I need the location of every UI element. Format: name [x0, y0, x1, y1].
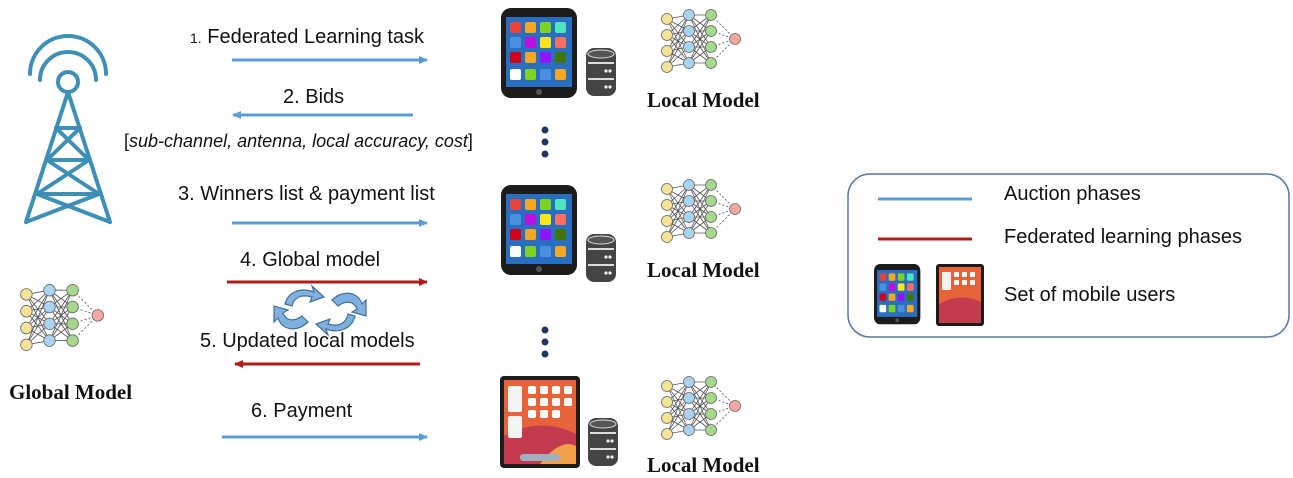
bids-close-bracket: ]	[467, 131, 473, 151]
local-neural-network-icon	[661, 376, 741, 440]
database-icon	[587, 417, 619, 467]
bids-parameters: [sub-channel, antenna, local accuracy, c…	[124, 131, 473, 152]
bids-open-bracket: [	[124, 131, 130, 151]
tower-icon	[24, 34, 112, 224]
step-6-label: 6. Payment	[251, 400, 353, 422]
local-model-label: Local Model	[647, 258, 760, 282]
smartphone-icon	[501, 8, 577, 98]
database-icon	[585, 47, 617, 97]
local-neural-network-icon	[661, 179, 741, 243]
step-1-label: 1. Federated Learning task	[190, 26, 424, 49]
legend-auction-label: Auction phases	[1004, 183, 1141, 205]
bids-parameter-list: sub-channel, antenna, local accuracy, co…	[129, 131, 468, 151]
vertical-ellipsis-icon	[541, 326, 549, 358]
local-model-label: Local Model	[647, 88, 760, 112]
global-model-label: Global Model	[9, 380, 133, 404]
step-5-label: 5. Updated local models	[200, 330, 415, 352]
database-icon	[585, 233, 617, 283]
local-neural-network-icon	[661, 9, 741, 73]
step-1-text: Federated Learning task	[207, 26, 425, 48]
vertical-ellipsis-icon	[541, 126, 549, 158]
global-neural-network-icon	[20, 284, 104, 351]
legend-federated-label: Federated learning phases	[1004, 226, 1242, 248]
step-1-number: 1.	[190, 30, 202, 46]
legend-users-label: Set of mobile users	[1004, 284, 1176, 306]
local-model-label: Local Model	[647, 453, 760, 477]
step-2-label: 2. Bids	[283, 86, 345, 108]
cycle-arrows-icon	[273, 283, 367, 338]
smartphone-icon	[501, 185, 577, 275]
step-3-label: 3. Winners list & payment list	[178, 183, 435, 205]
tablet-icon	[500, 376, 580, 468]
tablet-icon	[936, 264, 984, 326]
smartphone-icon	[874, 264, 921, 325]
step-4-label: 4. Global model	[240, 249, 381, 271]
